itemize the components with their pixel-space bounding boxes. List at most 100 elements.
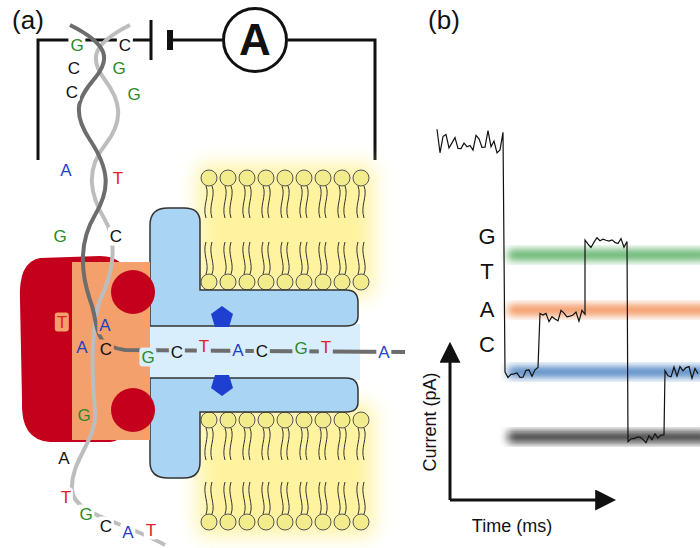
lipid-tail <box>338 242 340 274</box>
lipid-tail <box>287 428 289 460</box>
lipid-tail <box>205 186 207 218</box>
lipid-tail <box>230 186 232 218</box>
lipid-head <box>353 514 369 530</box>
lipid-tail <box>325 482 327 514</box>
lipid-tail <box>211 186 213 218</box>
axis-label: Time (ms) <box>472 517 552 535</box>
lipid-tail <box>306 186 308 218</box>
lipid-head <box>277 412 293 428</box>
level-label: A <box>480 299 495 321</box>
panel-label: (b) <box>428 7 460 33</box>
base-letter: A <box>56 449 71 468</box>
lipid-tail <box>243 242 245 274</box>
lipid-tail <box>357 428 359 460</box>
lipid-tail <box>243 428 245 460</box>
lipid-head <box>353 274 369 290</box>
base-letter: C <box>98 340 114 359</box>
constriction-site <box>211 375 233 396</box>
lipid-tail <box>300 482 302 514</box>
base-letter: A <box>74 338 89 357</box>
battery-plate <box>150 20 153 60</box>
lipid-tail <box>268 186 270 218</box>
lipid-tail <box>357 482 359 514</box>
base-letter: C <box>98 517 114 536</box>
lipid-tail <box>319 242 321 274</box>
lipid-tail <box>211 242 213 274</box>
lipid-tail <box>363 482 365 514</box>
lipid-head <box>220 514 236 530</box>
lipid-tail <box>224 428 226 460</box>
lipid-tail <box>300 428 302 460</box>
base-letter: A <box>58 161 73 180</box>
base-letter: T <box>59 488 73 507</box>
lipid-tail <box>262 186 264 218</box>
lipid-tail <box>205 242 207 274</box>
lipid-tail <box>211 428 213 460</box>
lipid-head <box>334 412 350 428</box>
lipid-head <box>201 274 217 290</box>
base-letter: A <box>230 341 245 360</box>
lipid-tail <box>224 186 226 218</box>
lipid-head <box>277 274 293 290</box>
level-label: G <box>478 226 495 248</box>
base-letter: G <box>139 348 156 367</box>
nanopore <box>150 208 358 326</box>
lipid-head <box>201 514 217 530</box>
current-levels <box>508 250 700 442</box>
base-letter: G <box>68 36 85 55</box>
lipid-head <box>277 514 293 530</box>
lipid-tail <box>281 186 283 218</box>
lipid-head <box>258 170 274 186</box>
lipid-tail <box>205 482 207 514</box>
ammeter-circle: A <box>222 7 288 73</box>
lipid-tail <box>325 242 327 274</box>
lipid-tail <box>211 482 213 514</box>
lipid-tail <box>249 186 251 218</box>
lipid-tail <box>224 242 226 274</box>
lipid-head <box>201 170 217 186</box>
lipid-tail <box>319 186 321 218</box>
lipid-head <box>239 412 255 428</box>
current-trace <box>437 129 698 442</box>
lipid-tail <box>262 482 264 514</box>
nanopore <box>150 378 358 478</box>
lipid-tail <box>306 242 308 274</box>
level-label: C <box>479 334 495 356</box>
base-letter: C <box>66 59 82 78</box>
lipid-tail <box>344 482 346 514</box>
base-letter: G <box>292 339 309 358</box>
lipid-head <box>315 412 331 428</box>
lipid-head <box>201 412 217 428</box>
lipid-tail <box>363 242 365 274</box>
pore-channel <box>150 324 360 380</box>
lipid-tail <box>287 242 289 274</box>
lipid-tail <box>287 482 289 514</box>
lipid-head <box>258 412 274 428</box>
base-letter: G <box>51 227 68 246</box>
dna-strand <box>70 25 405 352</box>
lipid-tail <box>300 242 302 274</box>
lipid-tail <box>262 242 264 274</box>
circuit-wire <box>38 40 375 160</box>
lipid-head <box>334 514 350 530</box>
motor-protein-lobe <box>111 270 155 314</box>
lipid-head <box>220 412 236 428</box>
lipid-tail <box>325 186 327 218</box>
lipid-tail <box>230 242 232 274</box>
base-letter: T <box>111 169 125 188</box>
battery-plate <box>167 30 173 50</box>
constriction-site <box>211 306 233 327</box>
base-letter: T <box>144 521 158 540</box>
lipid-tail <box>300 186 302 218</box>
lipid-tail <box>319 482 321 514</box>
lipid-tail <box>268 242 270 274</box>
lipid-tail <box>357 186 359 218</box>
base-letter: G <box>77 505 94 524</box>
lipid-tail <box>306 428 308 460</box>
base-letter: T <box>55 313 69 332</box>
base-letter: C <box>254 342 270 361</box>
base-letter: C <box>169 343 185 362</box>
lipid-tail <box>287 186 289 218</box>
